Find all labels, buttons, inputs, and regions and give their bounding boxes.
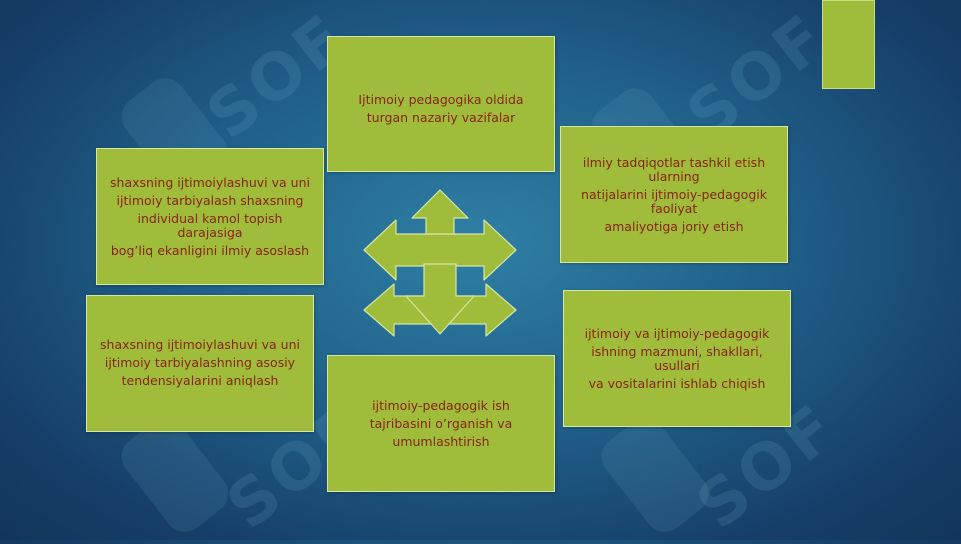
box-text-line: Ijtimoiy pedagogika oldida xyxy=(358,92,524,107)
box-text-line: shaxsning ijtimoiylashuvi va uni xyxy=(100,337,300,352)
box-text-line: ijtimoiy tarbiyalash shaxsning xyxy=(116,192,304,208)
box-text-line: tendensiyalarini aniqlash xyxy=(121,373,279,388)
box-text-line: bog’liq ekanligini ilmiy asoslash xyxy=(110,242,310,258)
box-text-line: tajribasini o’rganish va xyxy=(369,415,513,431)
multi-direction-arrows-icon xyxy=(363,189,517,337)
box-text-line: ijtimoiy-pedagogik ish xyxy=(372,397,510,413)
box-text-line: umumlashtirish xyxy=(392,433,490,449)
box-main-tendencies: shaxsning ijtimoiylashuvi va uni ijtimoi… xyxy=(86,295,314,432)
box-text-line: ijtimoiy va ijtimoiy-pedagogik xyxy=(584,326,770,341)
box-experience-study: ijtimoiy-pedagogik ish tajribasini o’rga… xyxy=(327,355,555,492)
box-text-line: ishning mazmuni, shakllari, usullari xyxy=(591,344,763,373)
box-text-line: va vositalarini ishlab chiqish xyxy=(588,376,766,391)
box-text-line: natijalarini ijtimoiy-pedagogik faoliyat xyxy=(581,186,767,216)
box-text-line: ijtimoiy tarbiyalashning asosiy xyxy=(104,355,296,370)
box-text-line: individual kamol topish darajasiga xyxy=(137,210,283,240)
box-methods-development: ijtimoiy va ijtimoiy-pedagogik ishning m… xyxy=(563,290,791,427)
box-text-line: ilmiy tadqiqotlar tashkil etish ularning xyxy=(582,154,766,184)
box-text-line: amaliyotiga joriy etish xyxy=(604,218,744,234)
box-text-line: turgan nazariy vazifalar xyxy=(366,110,516,125)
box-text-line: shaxsning ijtimoiylashuvi va uni xyxy=(110,174,310,190)
corner-accent-bar xyxy=(822,0,875,89)
box-research-implementation: ilmiy tadqiqotlar tashkil etish ularning… xyxy=(560,126,788,263)
box-scientific-justification: shaxsning ijtimoiylashuvi va uni ijtimoi… xyxy=(96,148,324,285)
box-theoretical-tasks-title: Ijtimoiy pedagogika oldida turgan nazari… xyxy=(327,36,555,172)
